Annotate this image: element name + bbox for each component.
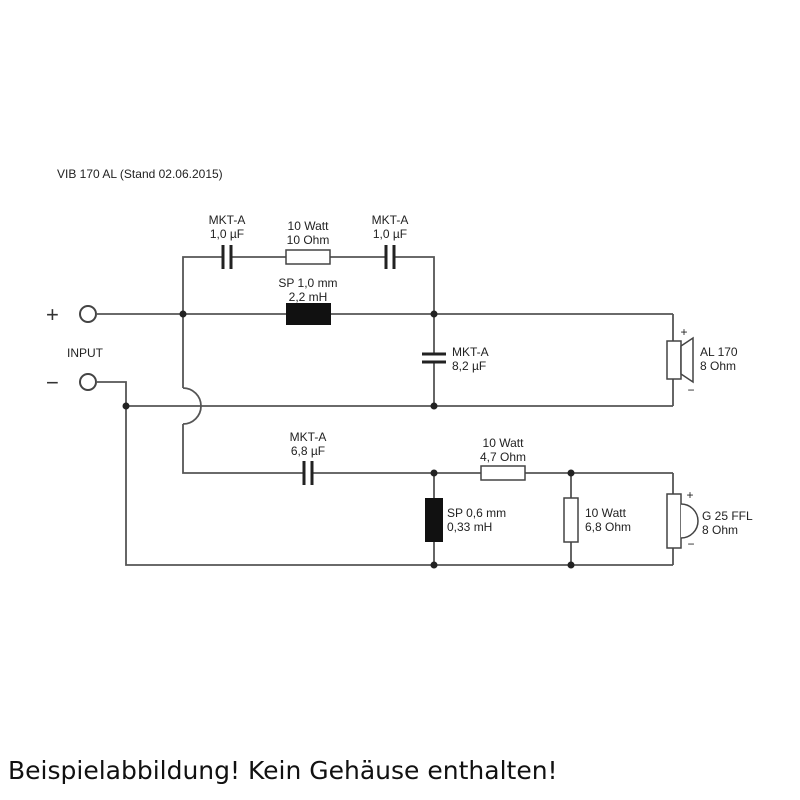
junction-dots xyxy=(122,310,575,569)
c2-value-label: 1,0 µF xyxy=(373,227,407,241)
tweeter-plus-sign: + xyxy=(686,488,693,502)
l2-wire-label: SP 0,6 mm xyxy=(447,506,506,520)
resistor-r1: 10 Watt 10 Ohm xyxy=(285,219,331,265)
junction-dot xyxy=(430,469,438,477)
woofer-impedance-label: 8 Ohm xyxy=(700,359,736,373)
c2-type-label: MKT-A xyxy=(372,213,409,227)
l1-wire-label: SP 1,0 mm xyxy=(278,276,337,290)
woofer-minus-sign: − xyxy=(687,383,694,397)
capacitor-c4: MKT-A 6,8 µF xyxy=(290,430,327,485)
wiring xyxy=(96,256,674,566)
woofer-speaker: + − AL 170 8 Ohm xyxy=(666,325,738,397)
junction-dot xyxy=(179,310,187,318)
capacitor-c1: MKT-A 1,0 µF xyxy=(209,213,246,269)
c3-value-label: 8,2 µF xyxy=(452,359,486,373)
resistor-r3: 10 Watt 6,8 Ohm xyxy=(563,497,631,543)
c1-value-label: 1,0 µF xyxy=(210,227,244,241)
input-minus-sign: − xyxy=(46,370,59,395)
r1-power-label: 10 Watt xyxy=(288,219,330,233)
tweeter-model-label: G 25 FFL xyxy=(702,509,753,523)
junction-dot xyxy=(567,469,575,477)
input-label: INPUT xyxy=(67,346,104,360)
input-terminals: + − INPUT xyxy=(46,302,104,395)
input-plus-sign: + xyxy=(46,302,59,327)
junction-dot xyxy=(430,402,438,410)
schematic-title: VIB 170 AL (Stand 02.06.2015) xyxy=(57,167,223,181)
capacitor-c3: MKT-A 8,2 µF xyxy=(422,345,489,373)
c1-type-label: MKT-A xyxy=(209,213,246,227)
woofer-plus-sign: + xyxy=(680,325,687,339)
resistor-r2: 10 Watt 4,7 Ohm xyxy=(480,436,526,481)
tweeter-speaker: + − G 25 FFL 8 Ohm xyxy=(666,488,753,551)
r2-power-label: 10 Watt xyxy=(483,436,525,450)
r3-value-label: 6,8 Ohm xyxy=(585,520,631,534)
junction-dot xyxy=(567,561,575,569)
tweeter-impedance-label: 8 Ohm xyxy=(702,523,738,537)
l1-value-label: 2,2 mH xyxy=(289,290,328,304)
inductor-l2: SP 0,6 mm 0,33 mH xyxy=(425,498,506,542)
junction-dot xyxy=(122,402,130,410)
junction-dot xyxy=(430,561,438,569)
tweeter-minus-sign: − xyxy=(687,537,694,551)
c3-type-label: MKT-A xyxy=(452,345,489,359)
woofer-model-label: AL 170 xyxy=(700,345,738,359)
capacitor-c2: MKT-A 1,0 µF xyxy=(372,213,409,269)
input-minus-terminal xyxy=(79,373,97,391)
r1-value-label: 10 Ohm xyxy=(287,233,330,247)
r2-value-label: 4,7 Ohm xyxy=(480,450,526,464)
input-plus-terminal xyxy=(79,305,97,323)
c4-type-label: MKT-A xyxy=(290,430,327,444)
inductor-l1: SP 1,0 mm 2,2 mH xyxy=(278,276,338,325)
junction-dot xyxy=(430,310,438,318)
l2-value-label: 0,33 mH xyxy=(447,520,492,534)
c4-value-label: 6,8 µF xyxy=(291,444,325,458)
r3-power-label: 10 Watt xyxy=(585,506,627,520)
footer-disclaimer: Beispielabbildung! Kein Gehäuse enthalte… xyxy=(8,756,558,785)
